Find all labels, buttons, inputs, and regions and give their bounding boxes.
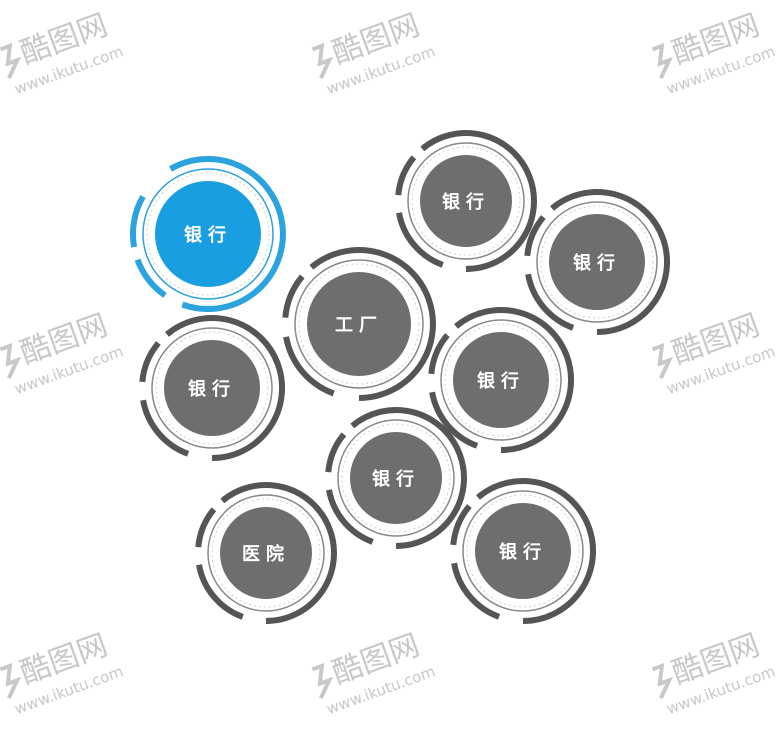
node-core xyxy=(164,340,260,436)
outer-ring-segment xyxy=(140,399,190,457)
node-factory[interactable]: 工厂 xyxy=(282,247,436,401)
outer-ring-segment xyxy=(450,504,472,546)
watermark-logo-icon xyxy=(311,662,334,700)
node-core xyxy=(475,503,571,599)
watermark-logo-icon xyxy=(311,42,334,80)
outer-ring-segment xyxy=(420,130,537,272)
node-core xyxy=(307,272,411,376)
outer-ring-segment xyxy=(196,564,244,620)
node-label: 医院 xyxy=(242,543,290,565)
node-core xyxy=(350,432,442,524)
outer-ring-segment xyxy=(282,274,305,318)
node-label: 银行 xyxy=(372,468,420,490)
outer-ring-segment xyxy=(129,195,146,248)
node-label: 工厂 xyxy=(335,315,383,336)
watermark-logo-icon xyxy=(0,342,22,380)
outer-ring-segment xyxy=(326,489,374,545)
outer-ring-segment xyxy=(429,391,479,449)
outer-ring-segment xyxy=(550,189,671,335)
outer-ring-segment xyxy=(169,156,286,312)
tick-ring xyxy=(341,423,451,533)
outer-ring-segment xyxy=(396,212,444,268)
outer-ring-segment xyxy=(395,155,417,196)
tick-ring xyxy=(444,323,558,437)
node-label: 银行 xyxy=(573,252,621,274)
node-label: 银行 xyxy=(442,191,490,213)
outer-ring-segment xyxy=(350,407,467,549)
outer-ring-segment xyxy=(428,333,450,375)
tick-ring xyxy=(155,331,269,445)
watermark-logo-icon xyxy=(0,662,22,700)
outer-ring-segment xyxy=(309,247,436,401)
node-label: 银行 xyxy=(499,541,547,563)
node-bank[interactable]: 银行 xyxy=(395,130,537,272)
tick-ring xyxy=(146,172,270,296)
outer-ring-segment xyxy=(325,432,347,473)
node-core xyxy=(420,155,512,247)
tick-ring xyxy=(411,146,521,256)
tick-ring xyxy=(540,205,654,319)
outer-ring-segment xyxy=(195,507,217,548)
node-bank[interactable]: 银行 xyxy=(325,407,467,549)
inner-ring xyxy=(440,319,562,441)
outer-ring-segment xyxy=(451,562,501,620)
inner-ring xyxy=(407,142,525,260)
inner-ring xyxy=(337,419,455,537)
watermark-logo-icon xyxy=(651,662,674,700)
node-layer: 银行银行银行工厂银行银行银行医院银行 xyxy=(129,130,671,624)
node-label: 银行 xyxy=(184,224,232,246)
tick-ring xyxy=(466,494,580,608)
watermark-logo-icon xyxy=(651,342,674,380)
outer-ring-segment xyxy=(220,482,337,624)
outer-ring-segment xyxy=(525,273,575,331)
inner-ring xyxy=(142,168,274,300)
outer-ring-segment xyxy=(165,315,286,461)
node-label: 银行 xyxy=(477,370,525,392)
node-bank-highlighted[interactable]: 银行 xyxy=(129,156,286,312)
node-core xyxy=(453,332,549,428)
inner-ring xyxy=(151,327,273,449)
node-bank[interactable]: 银行 xyxy=(524,189,671,335)
node-core xyxy=(220,507,312,599)
node-label: 银行 xyxy=(188,378,236,400)
node-core xyxy=(549,214,645,310)
outer-ring-segment xyxy=(134,258,167,298)
outer-ring-segment xyxy=(454,307,575,453)
node-hospital[interactable]: 医院 xyxy=(195,482,337,624)
watermark-logo-icon xyxy=(0,42,22,80)
inner-ring xyxy=(207,494,325,612)
outer-ring-segment xyxy=(524,215,546,257)
inner-ring xyxy=(536,201,658,323)
node-core xyxy=(155,181,261,287)
node-bank[interactable]: 银行 xyxy=(139,315,286,461)
tick-ring xyxy=(211,498,321,608)
outer-ring-segment xyxy=(139,341,161,383)
watermark-logo-icon xyxy=(651,42,674,80)
inner-ring xyxy=(294,259,424,389)
outer-ring-segment xyxy=(283,336,335,397)
node-bank[interactable]: 银行 xyxy=(428,307,575,453)
node-bank[interactable]: 银行 xyxy=(450,478,597,624)
tick-ring xyxy=(298,263,420,385)
outer-ring-segment xyxy=(476,478,597,624)
inner-ring xyxy=(462,490,584,612)
